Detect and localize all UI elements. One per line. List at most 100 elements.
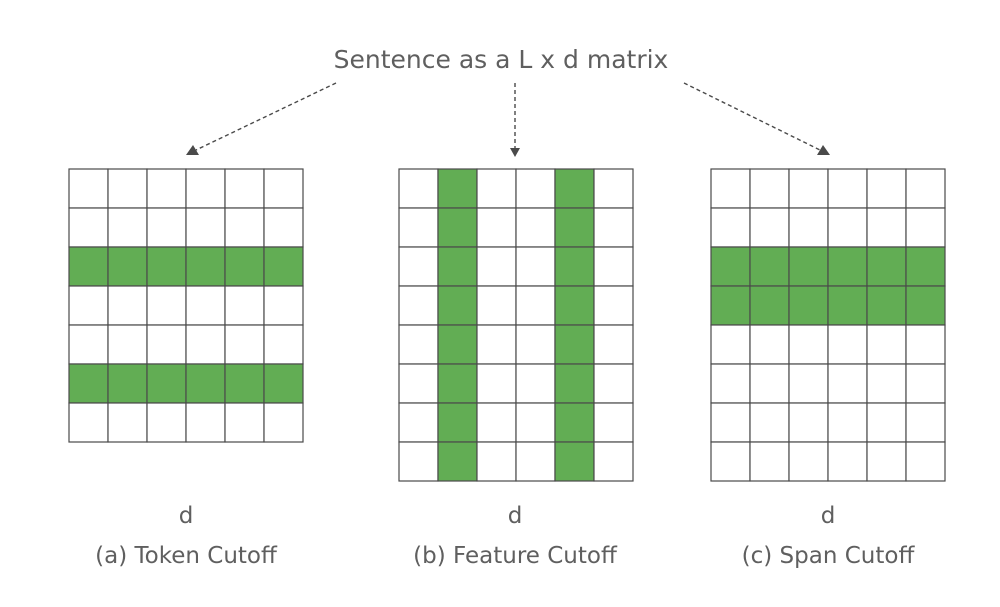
- span-matrix-cell: [788, 324, 829, 365]
- feature-matrix-cell: [398, 402, 439, 443]
- span-matrix-cell: [710, 441, 751, 482]
- token-matrix-cell: [68, 207, 109, 248]
- token-matrix-cell-cutoff: [185, 246, 226, 287]
- feature-matrix-cell-cutoff: [554, 402, 595, 443]
- span-matrix-cell: [710, 363, 751, 404]
- span-matrix-cell: [827, 402, 868, 443]
- arrow-to-span-matrix: [683, 82, 821, 151]
- feature-matrix-cell: [593, 285, 634, 326]
- feature-matrix-cell: [593, 207, 634, 248]
- token-matrix-cell: [146, 402, 187, 443]
- feature-matrix-cell: [515, 168, 556, 209]
- token-matrix-cell-cutoff: [146, 246, 187, 287]
- token-matrix-cell: [224, 324, 265, 365]
- token-cutoff-matrix: [68, 168, 304, 443]
- feature-matrix-cell: [476, 402, 517, 443]
- token-matrix-cell: [146, 207, 187, 248]
- token-matrix-cell: [263, 402, 304, 443]
- token-matrix-cell: [185, 168, 226, 209]
- feature-matrix-cell: [515, 363, 556, 404]
- span-matrix-cell: [905, 207, 946, 248]
- span-matrix-cell: [866, 207, 907, 248]
- feature-matrix-cell: [515, 207, 556, 248]
- feature-matrix-cell: [476, 441, 517, 482]
- feature-matrix-cell-cutoff: [554, 441, 595, 482]
- span-matrix-cell-cutoff: [866, 246, 907, 287]
- feature-matrix-cell-cutoff: [554, 324, 595, 365]
- feature-matrix-cell-cutoff: [437, 402, 478, 443]
- token-matrix-cell: [107, 285, 148, 326]
- token-matrix-cell-cutoff: [185, 363, 226, 404]
- token-matrix-cell: [224, 402, 265, 443]
- span-matrix-cell: [827, 207, 868, 248]
- span-matrix-cell: [866, 363, 907, 404]
- token-matrix-cell-cutoff: [68, 246, 109, 287]
- span-matrix-cell-cutoff: [905, 246, 946, 287]
- token-matrix-cell: [146, 285, 187, 326]
- span-matrix-cell: [710, 324, 751, 365]
- span-matrix-cell: [827, 363, 868, 404]
- span-cutoff-caption: (c) Span Cutoff: [742, 543, 916, 569]
- feature-matrix-cell: [593, 363, 634, 404]
- feature-matrix-cell: [476, 324, 517, 365]
- feature-matrix-cell: [398, 441, 439, 482]
- span-matrix-cell-cutoff: [710, 246, 751, 287]
- span-matrix-cell: [788, 441, 829, 482]
- feature-matrix-cell-cutoff: [437, 285, 478, 326]
- token-cutoff-caption: (a) Token Cutoff: [95, 543, 278, 569]
- span-matrix-cell: [710, 168, 751, 209]
- span-matrix-cell: [866, 441, 907, 482]
- feature-matrix-cell: [515, 285, 556, 326]
- feature-matrix-cell-cutoff: [554, 207, 595, 248]
- span-matrix-cell: [905, 441, 946, 482]
- span-matrix-cell-cutoff: [788, 285, 829, 326]
- feature-matrix-cell: [398, 246, 439, 287]
- token-matrix-cell: [263, 324, 304, 365]
- feature-matrix-cell: [398, 363, 439, 404]
- span-matrix-cell-cutoff: [788, 246, 829, 287]
- token-matrix-cell: [68, 324, 109, 365]
- span-matrix-cell-cutoff: [827, 285, 868, 326]
- token-matrix-cell-cutoff: [146, 363, 187, 404]
- token-matrix-cell: [185, 324, 226, 365]
- token-matrix-cell: [263, 207, 304, 248]
- feature-matrix-cell-cutoff: [437, 168, 478, 209]
- arrow-to-token-matrix: [195, 82, 337, 151]
- token-matrix-cell-cutoff: [107, 246, 148, 287]
- feature-matrix-cell: [476, 285, 517, 326]
- feature-matrix-cell: [398, 324, 439, 365]
- token-matrix-cell: [224, 168, 265, 209]
- span-matrix-cell: [788, 207, 829, 248]
- feature-matrix-cell: [593, 324, 634, 365]
- arrow-head-feature: [510, 148, 520, 157]
- span-matrix-cell: [749, 363, 790, 404]
- span-matrix-cell: [866, 168, 907, 209]
- span-matrix-cell-cutoff: [749, 246, 790, 287]
- feature-matrix-cell-cutoff: [437, 363, 478, 404]
- feature-matrix-cell-cutoff: [437, 207, 478, 248]
- feature-matrix-cell-cutoff: [554, 363, 595, 404]
- arrows: [186, 82, 830, 157]
- span-matrix-cell: [749, 441, 790, 482]
- token-matrix-cell-cutoff: [224, 246, 265, 287]
- span-matrix-cell: [749, 207, 790, 248]
- span-matrix-cell: [866, 402, 907, 443]
- span-matrix-cell: [905, 402, 946, 443]
- feature-matrix-cell: [593, 246, 634, 287]
- token-matrix-cell: [224, 285, 265, 326]
- span-matrix-cell: [788, 402, 829, 443]
- span-matrix-cell: [827, 168, 868, 209]
- feature-matrix-cell-cutoff: [554, 285, 595, 326]
- feature-matrix-axis-label: d: [508, 503, 523, 529]
- token-matrix-cell-cutoff: [224, 363, 265, 404]
- feature-cutoff-caption: (b) Feature Cutoff: [413, 543, 618, 569]
- token-matrix-cell-cutoff: [107, 363, 148, 404]
- span-matrix-cell: [866, 324, 907, 365]
- token-matrix-cell: [107, 168, 148, 209]
- span-matrix-cell-cutoff: [866, 285, 907, 326]
- feature-matrix-cell-cutoff: [554, 168, 595, 209]
- token-matrix-cell: [107, 207, 148, 248]
- token-matrix-cell: [68, 285, 109, 326]
- feature-matrix-cell: [593, 168, 634, 209]
